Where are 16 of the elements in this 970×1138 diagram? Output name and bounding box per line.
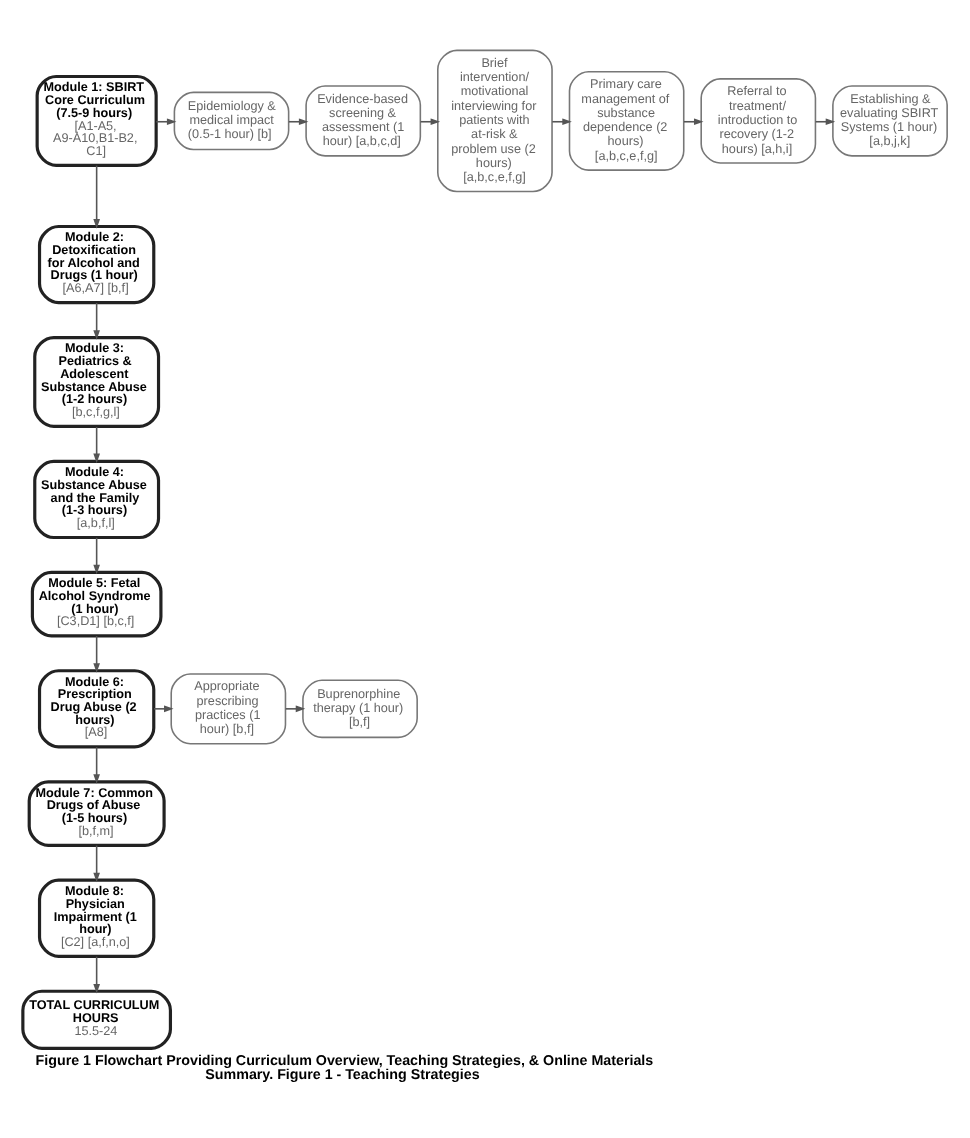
arrow [93, 745, 100, 783]
arrow [93, 301, 100, 339]
arrow [93, 536, 100, 574]
arrow [551, 117, 572, 125]
arrow [284, 704, 306, 712]
arrow [683, 117, 704, 125]
arrow [93, 163, 100, 228]
arrow [155, 117, 177, 125]
arrow [93, 425, 100, 463]
arrow [93, 843, 100, 882]
arrow [419, 117, 441, 125]
arrow [93, 954, 100, 993]
arrow [93, 634, 100, 672]
arrow [153, 704, 174, 712]
arrow [814, 117, 836, 125]
arrow [288, 117, 309, 125]
